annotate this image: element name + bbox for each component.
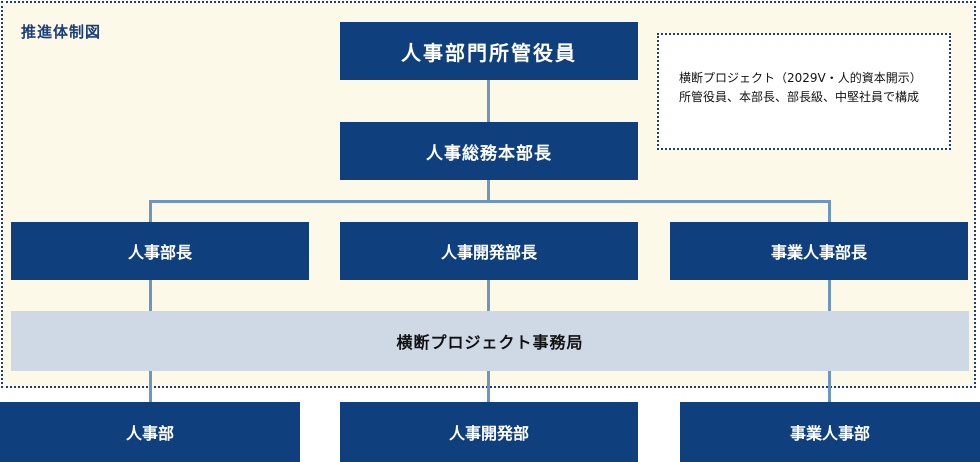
department-label: 事業人事部 [789,424,870,443]
department-label: 人事部 [125,424,174,443]
connector-branch-right [828,200,831,222]
project-office-band: 横断プロジェクト事務局 [11,311,969,371]
department-box-business-hr: 事業人事部 [680,402,980,462]
department-box-hr-development: 人事開発部 [340,402,638,462]
manager-label: 人事開発部長 [440,243,537,262]
manager-box-hr: 人事部長 [11,222,309,280]
connector-branch-left [149,200,152,222]
top-executive-label: 人事部門所管役員 [401,40,577,65]
manager-label: 事業人事部長 [770,243,867,262]
connector-head-to-branch [487,180,490,202]
note-line-2: 所管役員、本部長、部長級、中堅社員で構成 [679,90,920,104]
frame-title: 推進体制図 [21,23,102,41]
connector-branch-horizontal [149,200,831,203]
project-office-label: 横断プロジェクト事務局 [396,333,584,352]
connector-top-to-head [487,78,490,122]
top-executive-box: 人事部門所管役員 [340,22,638,80]
manager-label: 人事部長 [127,243,192,262]
manager-box-hr-development: 人事開発部長 [340,222,638,280]
division-head-box: 人事総務本部長 [340,122,638,180]
note-line-1: 横断プロジェクト（2029V・人的資本開示） [679,71,922,85]
department-box-hr: 人事部 [0,402,300,462]
manager-box-business-hr: 事業人事部長 [670,222,968,280]
division-head-label: 人事総務本部長 [426,143,552,164]
department-label: 人事開発部 [448,424,529,443]
project-note: 横断プロジェクト（2029V・人的資本開示） 所管役員、本部長、部長級、中堅社員… [657,33,951,150]
